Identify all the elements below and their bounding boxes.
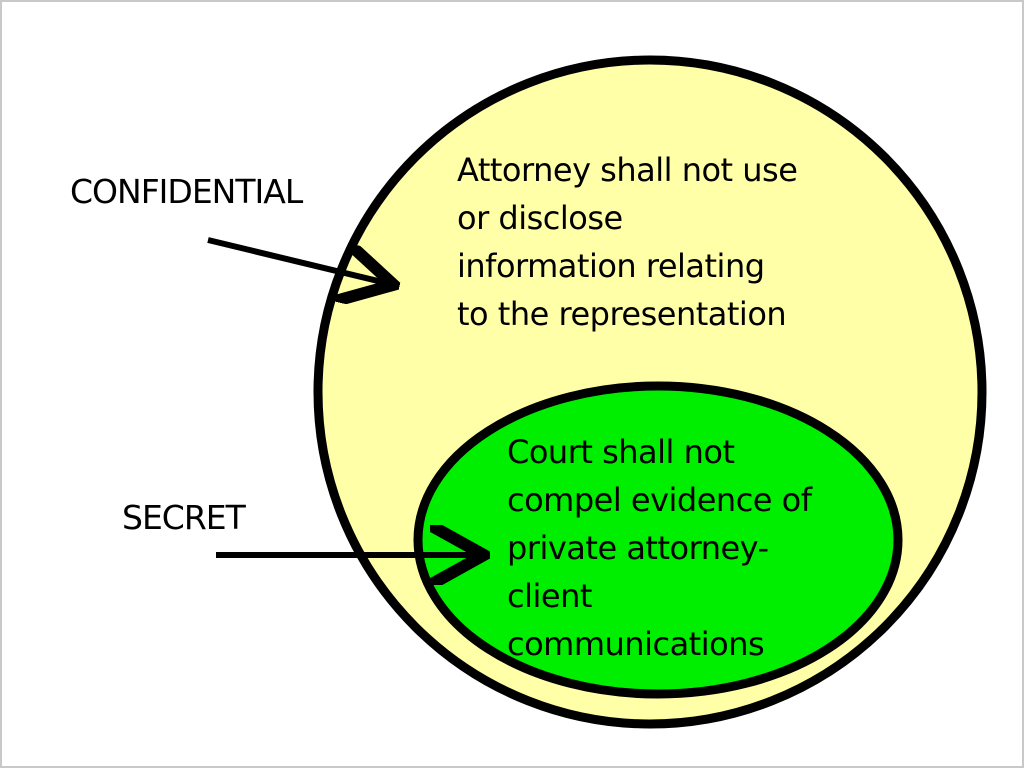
outer-text-line: information relating xyxy=(457,247,765,285)
inner-circle-text: Court shall not compel evidence of priva… xyxy=(507,428,812,668)
outer-text-line: to the representation xyxy=(457,295,787,333)
outer-circle-text: Attorney shall not use or disclose infor… xyxy=(457,146,798,338)
outer-text-line: or disclose xyxy=(457,199,623,237)
inner-text-line: Court shall not xyxy=(507,433,735,471)
confidential-arrow xyxy=(207,237,382,282)
confidential-label: CONFIDENTIAL xyxy=(70,172,303,211)
secret-label: SECRET xyxy=(122,498,246,537)
inner-text-line: communications xyxy=(507,625,765,663)
inner-text-line: client xyxy=(507,577,592,615)
inner-circle xyxy=(413,381,903,699)
inner-text-line: compel evidence of xyxy=(507,481,812,519)
inner-text-line: private attorney- xyxy=(507,529,769,567)
outer-text-line: Attorney shall not use xyxy=(457,151,798,189)
